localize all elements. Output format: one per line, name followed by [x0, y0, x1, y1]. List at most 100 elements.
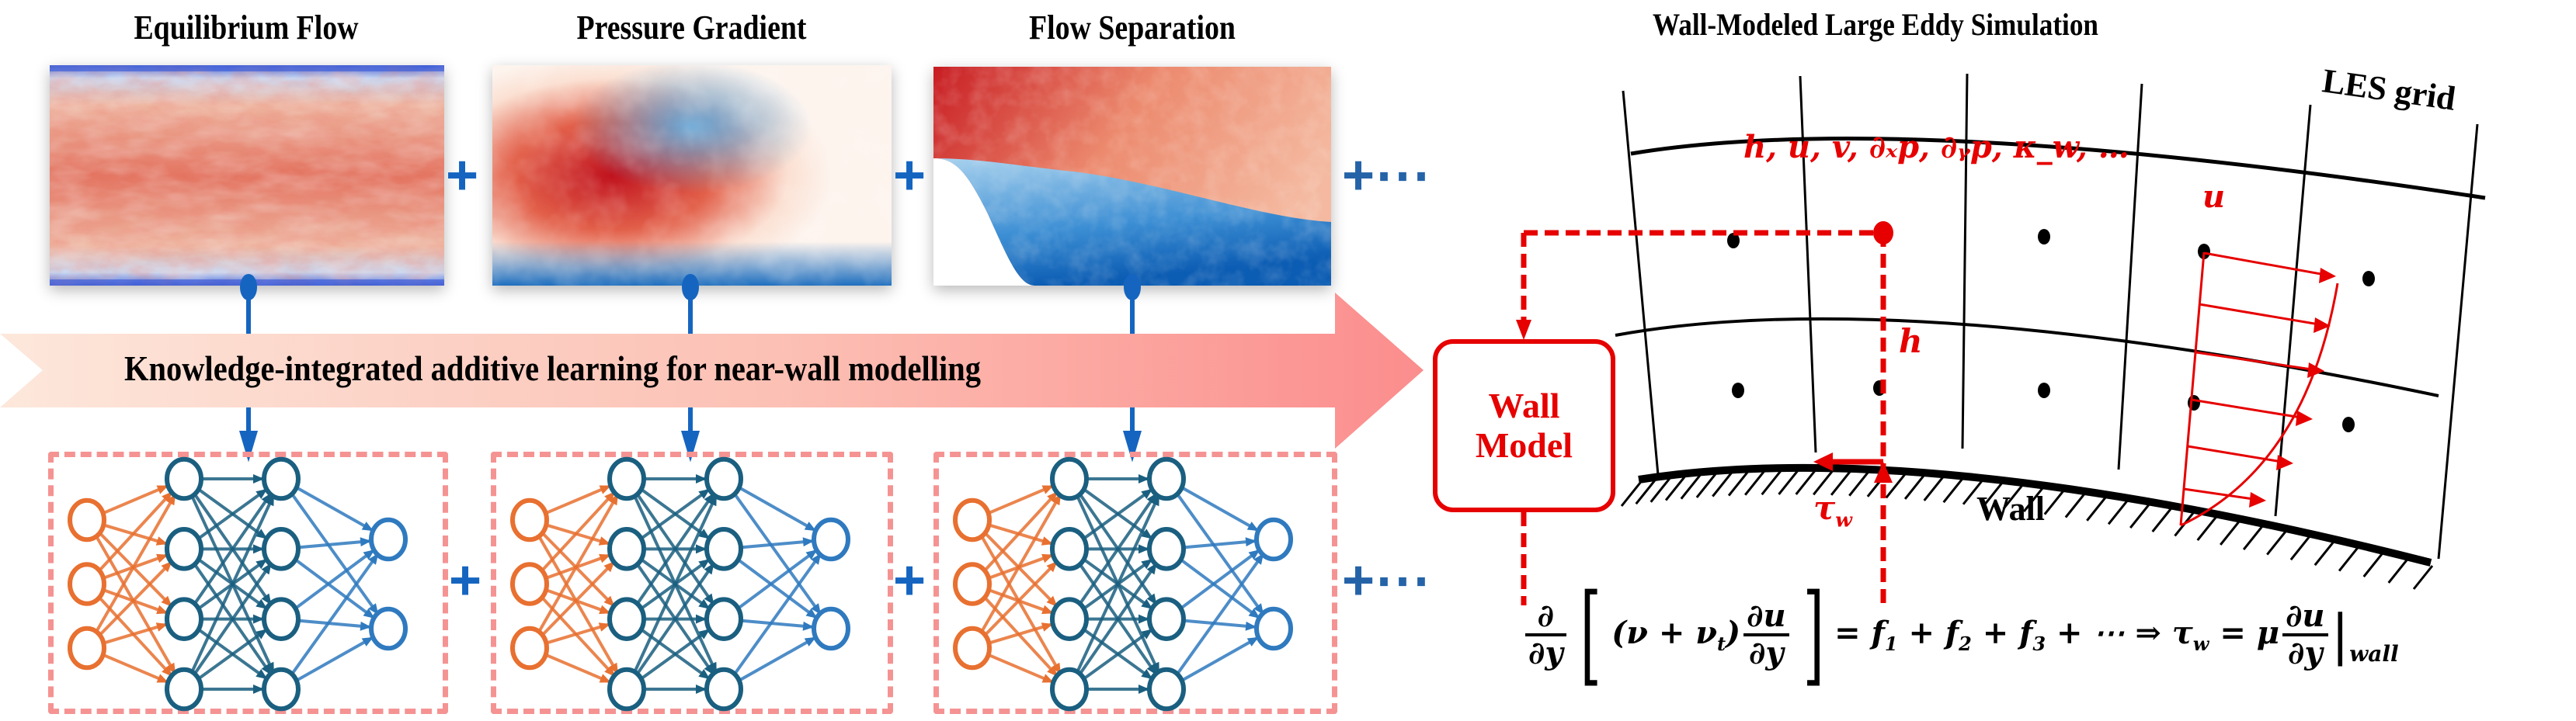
- wall-label: Wall: [1976, 490, 2046, 528]
- wall-hatch-mark: [2387, 558, 2408, 584]
- nn-edge: [94, 493, 177, 634]
- nn-hidden-node: [1147, 527, 1186, 571]
- nn-edge: [97, 560, 174, 637]
- nn-edge-arrowhead: [256, 629, 268, 640]
- equation-rhs: = f1 + f2 + f3 + ⋯ ⇒ τw = μ: [1834, 615, 2280, 655]
- nn-edge: [297, 619, 372, 629]
- nn-edge-arrowhead: [805, 549, 818, 560]
- nn-edge-arrowhead: [361, 636, 374, 646]
- nn-edge-arrowhead: [1139, 685, 1149, 694]
- band-arrow-shape: [0, 293, 1424, 449]
- nn-edge: [295, 486, 374, 532]
- nn-edge-arrowhead: [1245, 537, 1257, 547]
- nn-edge: [982, 531, 1059, 608]
- nn-hidden-node: [607, 456, 646, 501]
- nn-edge: [97, 490, 174, 573]
- d-dy-fraction: ∂∂y: [1525, 599, 1566, 671]
- nn-hidden-node: [607, 527, 646, 571]
- nn-edge: [982, 560, 1059, 637]
- nn-hidden-node: [165, 456, 203, 501]
- wall-model-line1: Wall: [1488, 385, 1560, 425]
- evaluated-at-wall: |wall: [2331, 603, 2399, 667]
- nn-edge: [1077, 491, 1159, 606]
- grid-line-v3: [1961, 73, 1969, 449]
- nn-edge-arrowhead: [804, 522, 816, 532]
- nn-edge: [295, 636, 374, 682]
- nn-edge-arrowhead: [1141, 629, 1153, 640]
- band-label: Knowledge-integrated additive learning f…: [124, 348, 982, 388]
- nn-edge-arrowhead: [599, 674, 611, 683]
- wall-hatch-mark: [1680, 474, 1701, 500]
- left-bracket: [: [1580, 571, 1601, 698]
- wall-hatch-mark: [2412, 565, 2434, 590]
- nn-edge-arrowhead: [156, 605, 169, 615]
- nn-edge-arrowhead: [256, 488, 268, 499]
- nn-edge-arrowhead: [1041, 622, 1053, 632]
- nn-edge-arrowhead: [1139, 474, 1149, 484]
- nn-edge: [102, 653, 169, 685]
- nn-edge-arrowhead: [696, 474, 707, 484]
- wall-hatch-mark: [1712, 472, 1733, 497]
- nn-output-node: [812, 517, 850, 562]
- nn-edge: [1183, 619, 1257, 629]
- wall-hatch-mark: [2338, 546, 2359, 572]
- nn-edge-arrowhead: [598, 536, 610, 546]
- grid-nodes: [1727, 229, 2375, 432]
- plus-continuation-nn: +⋯: [1342, 549, 1431, 612]
- nn-edge-arrowhead: [363, 608, 375, 619]
- nn-hidden-node: [165, 667, 203, 712]
- tau-symbol: τ: [1813, 489, 1836, 527]
- nn-box-2: [491, 452, 893, 714]
- nn-edge-arrowhead: [1139, 544, 1149, 554]
- nn-edge-arrowhead: [696, 685, 707, 694]
- nn-output-node: [812, 606, 850, 651]
- nn-edge: [192, 491, 273, 606]
- nn-edge: [544, 484, 612, 515]
- nn-edge-arrowhead: [696, 614, 707, 624]
- pressure-gradient-field: [492, 65, 892, 286]
- wall-hatch-mark: [1830, 470, 1851, 496]
- wall-hatch-mark: [1942, 478, 1963, 504]
- nn-hidden-node: [1050, 597, 1089, 641]
- nn-edge-arrowhead: [599, 605, 611, 615]
- matching-point: [1873, 221, 1893, 244]
- nn-edge-arrowhead: [253, 614, 264, 624]
- nn-edge: [988, 588, 1054, 615]
- grid-arc-top: [1630, 137, 2486, 200]
- nn-input-node: [68, 497, 106, 542]
- nn-hidden-node: [1050, 667, 1089, 712]
- wall-hatch-mark: [2022, 487, 2044, 512]
- nn-edge: [736, 548, 819, 611]
- nn-edge: [196, 627, 269, 681]
- wall-hatch-mark: [1848, 471, 1869, 497]
- nn-edge-arrowhead: [1141, 559, 1153, 570]
- wall-hatch-mark: [2086, 496, 2107, 522]
- nn-edge: [540, 595, 617, 678]
- nn-edge-arrowhead: [156, 553, 169, 563]
- nn-edge: [740, 619, 815, 629]
- nn-edge: [189, 494, 276, 674]
- nn-edge: [1175, 552, 1265, 677]
- panel-title-equilibrium-flow: Equilibrium Flow: [134, 9, 359, 47]
- nn-edge: [982, 490, 1059, 573]
- nn-edge: [736, 557, 819, 620]
- nn-edge-arrowhead: [1041, 674, 1054, 683]
- wall-hatch-mark: [1744, 470, 1765, 496]
- les-grid-diagram: [1516, 73, 2486, 605]
- nn-edge-arrowhead: [1245, 621, 1257, 631]
- nn-edge-arrowhead: [253, 544, 264, 554]
- nn-edge: [97, 595, 174, 678]
- nn-edge: [1175, 491, 1265, 616]
- nn-edge-arrowhead: [256, 669, 268, 680]
- nn-edge-arrowhead: [253, 474, 264, 484]
- wall-model-equation: ∂∂y [ (ν + νt) ∂u∂y ] = f1 + f2 + f3 + ⋯…: [1522, 581, 2399, 689]
- nn-edge: [103, 588, 169, 615]
- wall-hatch-mark: [1650, 477, 1670, 503]
- nn-edge: [639, 487, 711, 541]
- wall-hatch-mark: [1695, 473, 1717, 498]
- nn-edge: [294, 548, 376, 611]
- nn-edge: [987, 653, 1055, 685]
- nn-edge: [1075, 494, 1161, 674]
- nn-edge-arrowhead: [1141, 488, 1153, 499]
- nn-edge: [544, 653, 612, 685]
